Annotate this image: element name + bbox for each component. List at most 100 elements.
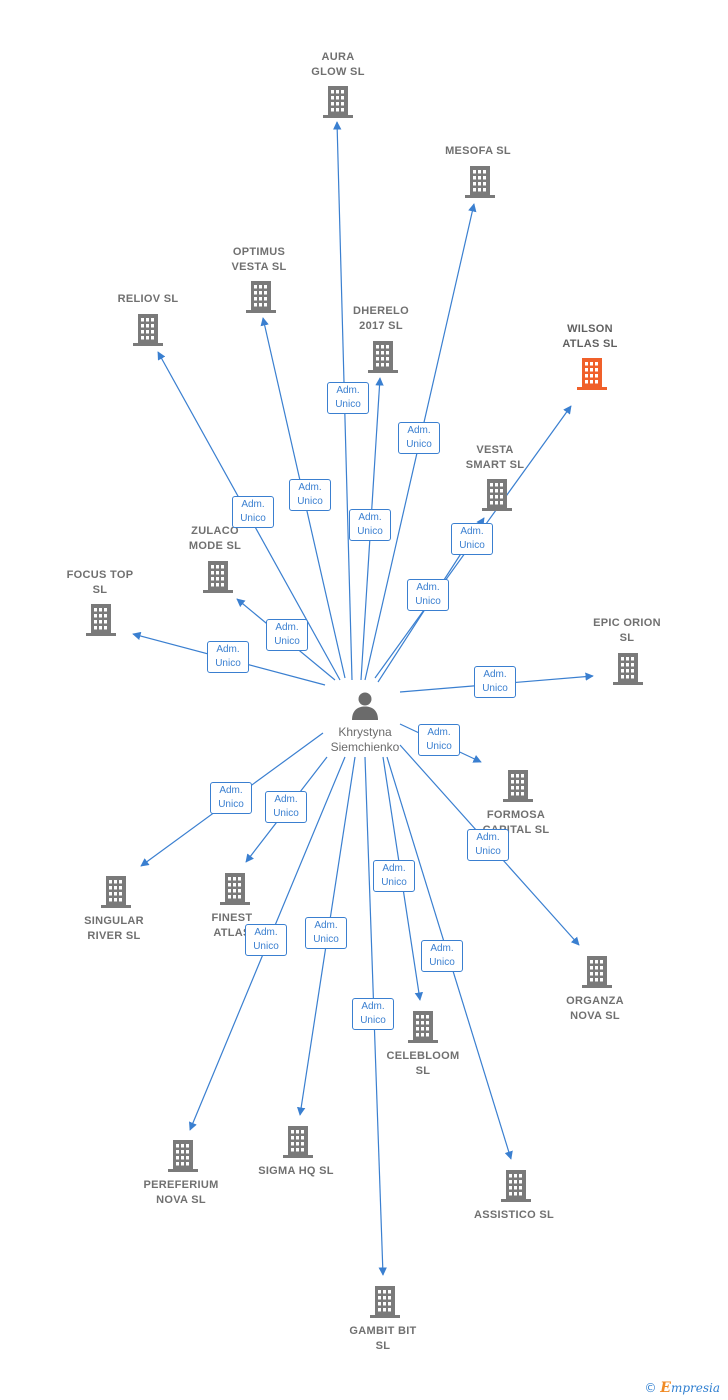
company-label-line1: FINEST [211, 912, 253, 924]
company-label-line2: MODE SL [188, 540, 242, 552]
role-badge-line2: Unico [429, 957, 455, 968]
company-label-line1: WILSON [567, 323, 613, 335]
company-label[interactable]: RELIOV SL [88, 292, 208, 307]
role-badge-line1: Adm. [483, 669, 507, 680]
building-icon[interactable] [581, 955, 613, 989]
role-badge-celebloom[interactable]: Adm.Unico [373, 860, 415, 892]
person-first-name: Khrystyna [338, 725, 392, 739]
role-badge-sigma[interactable]: Adm.Unico [305, 917, 347, 949]
person-last-name: Siemchienko [330, 740, 400, 754]
company-label[interactable]: SIGMA HQ SL [236, 1164, 356, 1179]
role-badge-dherelo[interactable]: Adm.Unico [349, 509, 391, 541]
company-label-line2: NOVA SL [156, 1194, 206, 1206]
role-badge-line1: Adm. [216, 644, 240, 655]
role-badge-epic[interactable]: Adm.Unico [474, 666, 516, 698]
role-badge-singular[interactable]: Adm.Unico [210, 782, 252, 814]
company-label-line2: RIVER SL [87, 930, 141, 942]
company-label-line1: SIGMA HQ SL [258, 1165, 334, 1177]
building-icon[interactable] [245, 280, 277, 314]
company-label-line2: ATLAS [213, 927, 251, 939]
role-badge-line2: Unico [273, 808, 299, 819]
company-label-line1: RELIOV SL [117, 293, 179, 305]
role-badge-line2: Unico [415, 596, 441, 607]
company-label[interactable]: AURA GLOW SL [278, 50, 398, 80]
building-icon[interactable] [367, 340, 399, 374]
role-badge-line1: Adm. [274, 794, 298, 805]
building-icon[interactable] [407, 1010, 439, 1044]
role-badge-line1: Adm. [416, 582, 440, 593]
role-badge-line1: Adm. [336, 385, 360, 396]
company-label-line2: GLOW SL [311, 66, 365, 78]
role-badge-gambit[interactable]: Adm.Unico [352, 998, 394, 1030]
company-label[interactable]: FINEST ATLAS [172, 911, 292, 941]
building-icon[interactable] [100, 875, 132, 909]
role-badge-formosa[interactable]: Adm.Unico [418, 724, 460, 756]
company-label-line2: NOVA SL [570, 1010, 620, 1022]
building-icon[interactable] [85, 603, 117, 637]
role-badge-assistico[interactable]: Adm. Unico [421, 940, 463, 972]
building-icon[interactable] [167, 1139, 199, 1173]
role-badge-line1: Adm. [430, 943, 454, 954]
building-icon[interactable] [612, 652, 644, 686]
building-icon[interactable] [322, 85, 354, 119]
building-icon[interactable] [282, 1125, 314, 1159]
role-badge-line2: Unico [313, 934, 339, 945]
building-icon[interactable] [219, 872, 251, 906]
company-label-line1: SINGULAR [84, 915, 144, 927]
company-label[interactable]: MESOFA SL [418, 144, 538, 159]
role-badge-line1: Adm. [358, 512, 382, 523]
role-badge-line1: Adm. [427, 727, 451, 738]
role-badge-finest[interactable]: Adm. Unico [265, 791, 307, 823]
company-label-line2: SL [92, 584, 108, 596]
company-label-line1: AURA [321, 51, 355, 63]
role-badge-line2: Unico [459, 540, 485, 551]
building-icon[interactable] [500, 1169, 532, 1203]
person-icon[interactable] [350, 690, 380, 720]
role-badge-line1: Adm. [460, 526, 484, 537]
person-name[interactable]: Khrystyna Siemchienko [305, 725, 425, 755]
building-icon[interactable] [369, 1285, 401, 1319]
role-badge-organza[interactable]: Adm.Unico [467, 829, 509, 861]
role-badge-optimus[interactable]: Adm.Unico [289, 479, 331, 511]
company-label[interactable]: ASSISTICO SL [454, 1208, 574, 1223]
role-badge-line1: Adm. [382, 863, 406, 874]
role-badge-line2: Unico [297, 496, 323, 507]
building-icon[interactable] [481, 478, 513, 512]
building-icon[interactable] [202, 560, 234, 594]
company-label-line2: SL [375, 1340, 391, 1352]
company-label-line2: SMART SL [465, 459, 525, 471]
brand-name: mpresia [670, 1381, 720, 1395]
building-icon[interactable] [464, 165, 496, 199]
role-badge-line2: Unico [335, 399, 361, 410]
role-badge-pereferium[interactable]: Adm.Unico [245, 924, 287, 956]
role-badge-zulaco[interactable]: Adm.Unico [266, 619, 308, 651]
company-label[interactable]: SINGULAR RIVER SL [54, 914, 174, 944]
role-badge-line2: Unico [274, 636, 300, 647]
brand-footer: © Empresia [644, 1380, 720, 1396]
building-icon[interactable] [502, 769, 534, 803]
role-badge-reliov[interactable]: Adm.Unico [232, 496, 274, 528]
role-badge-mesofa[interactable]: Adm.Unico [398, 422, 440, 454]
role-badge-aura[interactable]: Adm. Unico [327, 382, 369, 414]
building-icon[interactable] [576, 357, 608, 391]
company-label-line1: CELEBLOOM [386, 1050, 460, 1062]
role-badge-vesta[interactable]: Adm. Unico [407, 579, 449, 611]
building-icon[interactable] [132, 313, 164, 347]
company-label-line2: VESTA SL [231, 261, 287, 273]
company-label-line1: FORMOSA [486, 809, 546, 821]
company-label-line1: DHERELO [353, 305, 409, 317]
role-badge-wilson[interactable]: Adm. Unico [451, 523, 493, 555]
role-badge-focus[interactable]: Adm.Unico [207, 641, 249, 673]
company-label-line1: EPIC ORION [593, 617, 661, 629]
